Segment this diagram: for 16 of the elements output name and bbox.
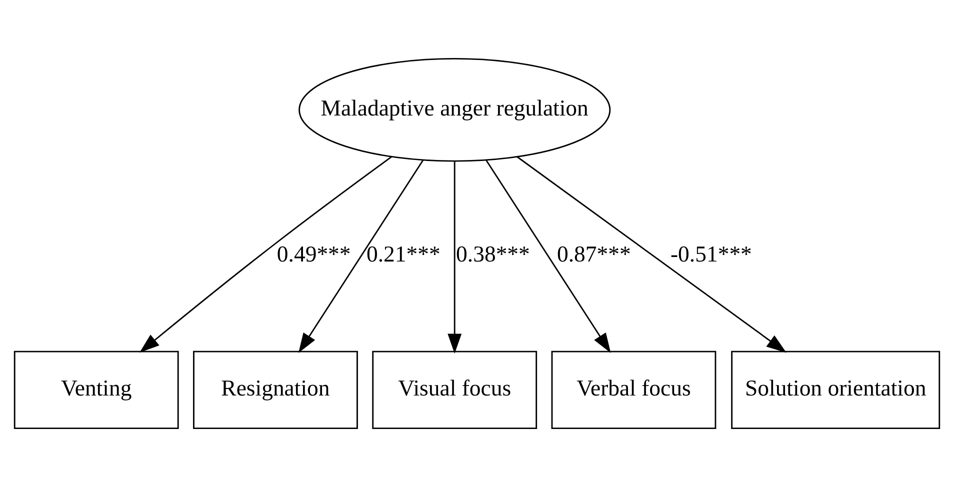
node-box: Verbal focus (551, 350, 716, 429)
arrow (298, 159, 424, 352)
edge-label: 0.38*** (456, 241, 530, 266)
node-box: Resignation (193, 350, 358, 429)
arrow (140, 156, 392, 352)
edge-label: 0.49*** (276, 241, 351, 266)
edge-label: -0.51*** (670, 241, 752, 266)
arrow (516, 156, 786, 352)
node-ellipse: Maladaptive anger regulation (298, 57, 611, 162)
edge-label: 0.21*** (366, 241, 440, 266)
node-box: Solution orientation (731, 350, 940, 429)
node-box: Venting (14, 350, 179, 429)
arrow (486, 159, 611, 352)
node-box: Visual focus (372, 350, 538, 429)
arrow (448, 160, 462, 354)
edge-label: 0.87*** (556, 241, 631, 266)
